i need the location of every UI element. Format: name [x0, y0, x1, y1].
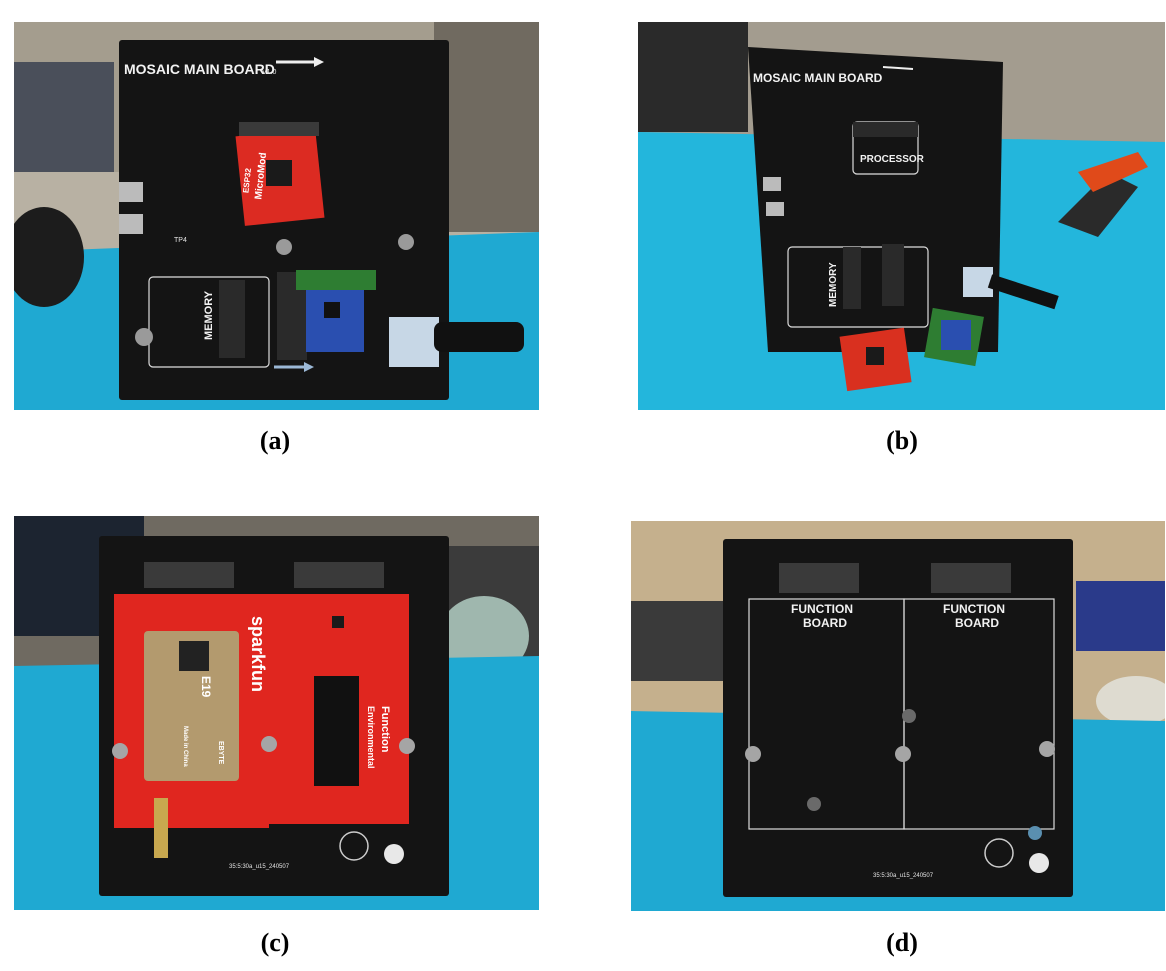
photo-panel-d: FUNCTION BOARD FUNCTION BOARD 35:5:30a_u… — [631, 521, 1165, 911]
memory-label: MEMORY — [203, 290, 215, 340]
photo-a: MOSAIC MAIN BOARD V1.0 MicroMod ESP32 ME… — [14, 22, 539, 410]
caption-c: (c) — [260, 928, 290, 957]
serial-c: 35:5:30a_u15_240507 — [229, 864, 290, 870]
photo-panel-a: MOSAIC MAIN BOARD V1.0 MicroMod ESP32 ME… — [14, 22, 539, 410]
function-board-label-2: FUNCTION — [943, 602, 1005, 616]
tp4-label: TP4 — [174, 237, 187, 244]
memory-label-b: MEMORY — [828, 262, 839, 307]
function-board-label-2b: BOARD — [955, 616, 999, 630]
serial-d: 35:5:30a_u15_240507 — [873, 873, 934, 879]
photo-b: MOSAIC MAIN BOARD PROCESSOR MEMORY — [638, 22, 1165, 410]
main-board-title-b: MOSAIC MAIN BOARD — [753, 71, 883, 85]
processor-label: PROCESSOR — [860, 154, 925, 165]
photo-c: E19 EBYTE Made in China sparkfun Functio… — [14, 516, 539, 910]
esp32-label: ESP32 — [241, 167, 253, 193]
photo-panel-b: MOSAIC MAIN BOARD PROCESSOR MEMORY — [638, 22, 1165, 410]
ebyte-label: EBYTE — [217, 741, 224, 765]
environmental-label: Environmental — [366, 706, 376, 769]
function-board-label-1: FUNCTION — [791, 602, 853, 616]
board-version: V1.0 — [262, 69, 277, 76]
photo-panel-c: E19 EBYTE Made in China sparkfun Functio… — [14, 516, 539, 910]
function-env-label: Function — [379, 706, 391, 753]
micromod-label: MicroMod — [253, 152, 269, 200]
photo-d: FUNCTION BOARD FUNCTION BOARD 35:5:30a_u… — [631, 521, 1165, 911]
caption-a: (a) — [259, 426, 291, 455]
main-board-title: MOSAIC MAIN BOARD — [124, 61, 275, 77]
made-in-china-label: Made in China — [182, 726, 188, 767]
caption-b: (b) — [886, 426, 918, 455]
function-board-label-1b: BOARD — [803, 616, 847, 630]
caption-d: (d) — [886, 928, 918, 957]
sparkfun-label: sparkfun — [248, 616, 268, 692]
e19-label: E19 — [199, 676, 213, 698]
